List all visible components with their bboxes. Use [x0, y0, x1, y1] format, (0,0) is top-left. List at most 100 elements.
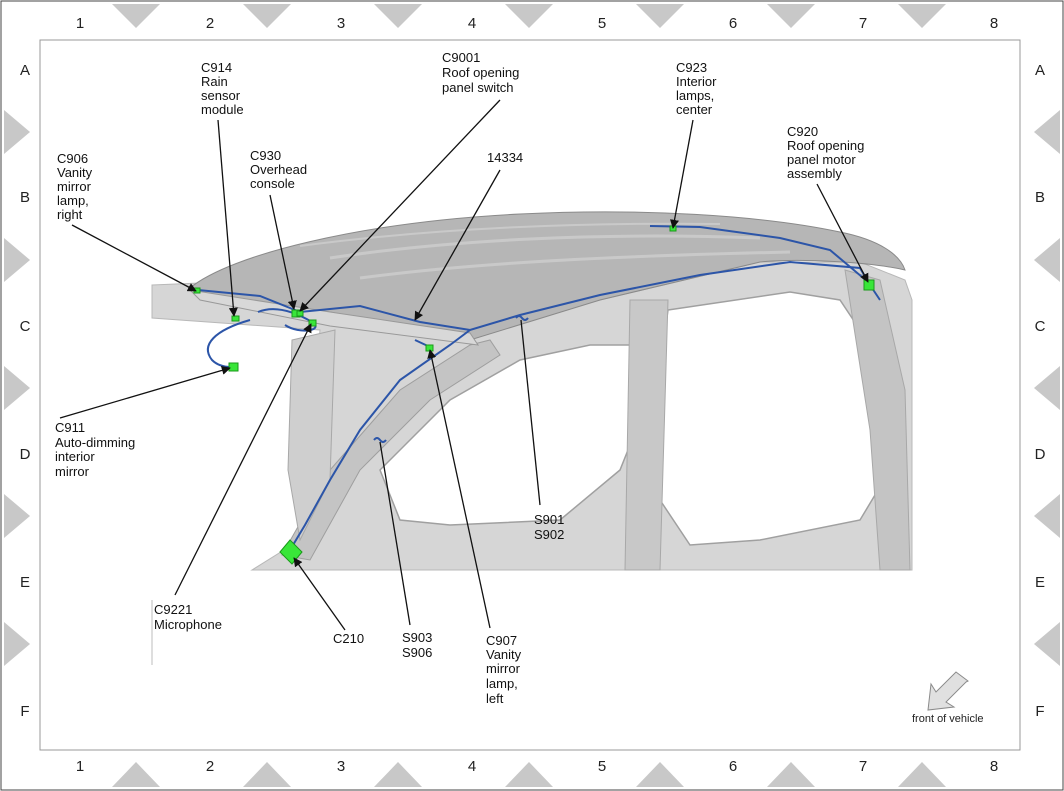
front-of-vehicle-label: front of vehicle [912, 713, 984, 725]
leader-c907 [427, 349, 491, 629]
leader-c210 [293, 557, 346, 631]
callout-line: C920 [787, 124, 818, 139]
callout-c906: C906 Vanity mirror lamp, right [57, 151, 93, 222]
row-labels-right: A B C D E F [1035, 62, 1046, 720]
roof-rib [299, 222, 721, 247]
col-label: 5 [598, 15, 606, 32]
col-label: 2 [206, 758, 214, 775]
arrow-down-left-icon [927, 671, 969, 711]
row-label: F [20, 703, 29, 720]
row-labels-left: A B C D E F [20, 62, 31, 720]
callout-line: Vanity [57, 165, 93, 180]
callout-line: Roof opening [442, 65, 519, 80]
front-of-vehicle-indicator: front of vehicle [912, 671, 984, 725]
callout-line: console [250, 176, 295, 191]
callout-line: S902 [534, 527, 564, 542]
callout-line: 14334 [487, 150, 523, 165]
col-label: 1 [76, 15, 84, 32]
callout-line: Auto-dimming [55, 435, 135, 450]
callout-line: C210 [333, 631, 364, 646]
c-pillar [844, 269, 911, 571]
row-label: B [1035, 189, 1045, 206]
bottom-border-markers [112, 762, 946, 787]
callout-line: C907 [486, 633, 517, 648]
connector-c914 [231, 315, 240, 322]
top-border-markers [112, 4, 946, 28]
callout-line: interior [55, 449, 95, 464]
callout-s903: S903 S906 [402, 630, 432, 660]
callout-s901: S901 S902 [534, 512, 564, 542]
callout-line: C9001 [442, 50, 480, 65]
col-label: 7 [859, 758, 867, 775]
leader-c911 [59, 365, 231, 419]
row-label: A [1035, 62, 1045, 79]
column-labels-bottom: 1 2 3 4 5 6 7 8 [76, 758, 998, 775]
a-pillar [281, 339, 501, 561]
callout-line: panel switch [442, 80, 514, 95]
leader-c906 [71, 224, 197, 292]
left-border-markers [4, 110, 30, 666]
callout-c9221: C9221 Microphone [154, 602, 222, 632]
callout-line: Roof opening [787, 138, 864, 153]
col-label: 2 [206, 15, 214, 32]
leader-c914 [217, 119, 238, 317]
connector-c907 [425, 344, 434, 352]
col-label: 8 [990, 15, 998, 32]
row-label: B [20, 189, 30, 206]
callout-line: right [57, 207, 83, 222]
col-label: 6 [729, 15, 737, 32]
row-label: C [1035, 318, 1046, 335]
callout-line: Microphone [154, 617, 222, 632]
leader-c9221 [174, 323, 312, 596]
col-label: 5 [598, 758, 606, 775]
callout-line: assembly [787, 166, 842, 181]
row-label: D [1035, 446, 1046, 463]
col-label: 4 [468, 15, 476, 32]
leader-c920 [816, 183, 869, 283]
connector-c911 [228, 362, 239, 372]
callout-c920: C920 Roof opening panel motor assembly [787, 124, 864, 181]
right-border-markers [1034, 110, 1060, 666]
callout-line: C914 [201, 60, 232, 75]
callout-line: module [201, 102, 244, 117]
col-label: 4 [468, 758, 476, 775]
callout-line: lamp, [486, 676, 518, 691]
callout-line: S903 [402, 630, 432, 645]
connector-c9001 [296, 310, 304, 317]
callout-c914: C914 Rain sensor module [201, 60, 244, 117]
connector-c9221 [308, 319, 317, 327]
harness-tilde-top [515, 315, 529, 321]
callout-line: Overhead [250, 162, 307, 177]
callout-line: C930 [250, 148, 281, 163]
callout-c930: C930 Overhead console [250, 148, 307, 191]
front-header-rail [188, 289, 480, 346]
col-label: 7 [859, 15, 867, 32]
callout-line: lamp, [57, 193, 89, 208]
callout-c923: C923 Interior lamps, center [676, 60, 717, 117]
callout-line: sensor [201, 88, 241, 103]
callout-line: S901 [534, 512, 564, 527]
callout-line: mirror [57, 179, 92, 194]
col-label: 8 [990, 758, 998, 775]
callout-c9001: C9001 Roof opening panel switch [442, 50, 519, 95]
row-label: A [20, 62, 30, 79]
callout-line: Interior [676, 74, 717, 89]
row-label: E [20, 574, 30, 591]
callout-line: C906 [57, 151, 88, 166]
callout-line: center [676, 102, 713, 117]
column-labels-top: 1 2 3 4 5 6 7 8 [76, 15, 998, 32]
callout-line: Vanity [486, 647, 522, 662]
row-label: F [1035, 703, 1044, 720]
lower-pillar [287, 329, 336, 542]
callout-line: C911 [55, 420, 85, 435]
leader-s901 [520, 319, 541, 506]
leader-14334 [414, 169, 501, 321]
callout-line: panel motor [787, 152, 856, 167]
callout-line: C9221 [154, 602, 192, 617]
connector-c920 [863, 279, 875, 291]
callout-c907: C907 Vanity mirror lamp, left [486, 633, 522, 706]
row-label: E [1035, 574, 1045, 591]
harness-tilde-mid [373, 437, 387, 443]
roof-rib [329, 234, 761, 260]
